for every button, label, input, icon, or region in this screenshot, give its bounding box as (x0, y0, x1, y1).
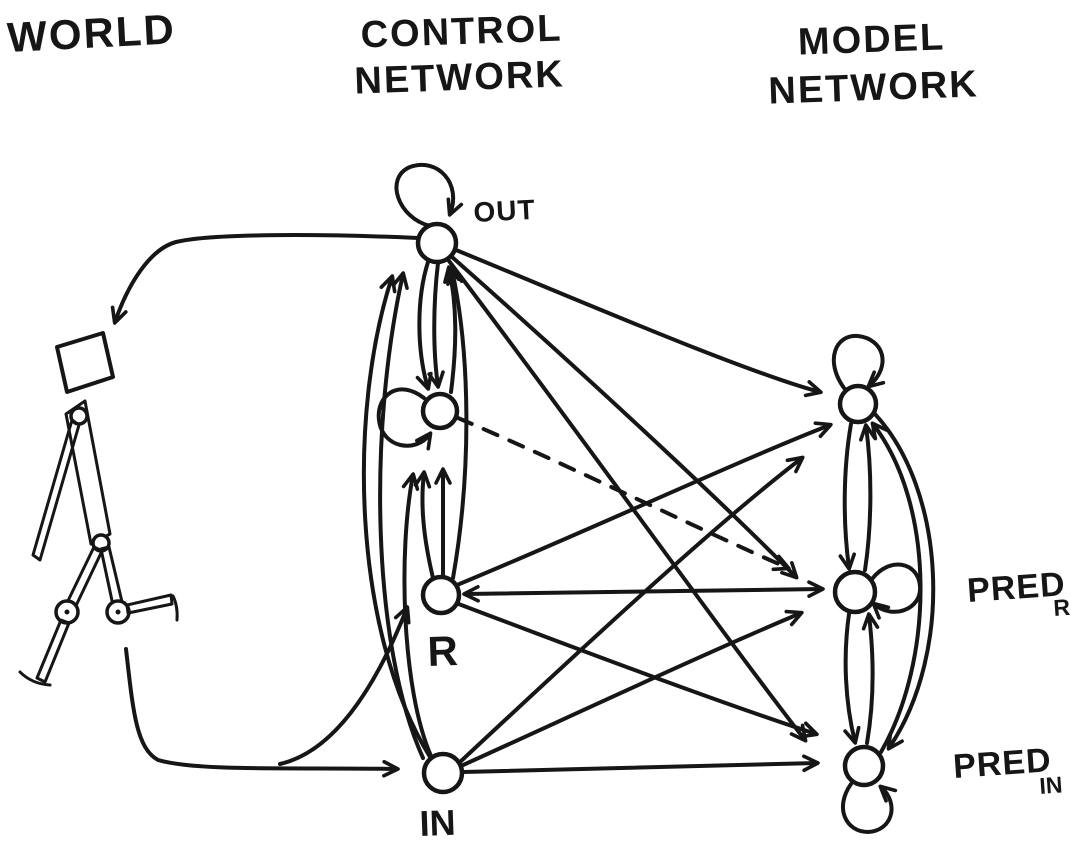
model-network-edges (831, 333, 936, 834)
edge-out-to-hidden-a (415, 260, 433, 391)
hidden-self-loop (376, 387, 433, 451)
r-node (420, 574, 462, 616)
model-network-title-line1: MODEL (797, 16, 946, 63)
edge-model-top-to-pred-r (838, 422, 856, 571)
edge-r-to-pred-in (454, 601, 819, 739)
edge-r-pred-r-bidirectional (462, 580, 825, 603)
model-network-title-line2: NETWORK (768, 63, 980, 112)
edge-hidden-to-pred-r-dashed (456, 416, 791, 572)
walker-torso (64, 399, 112, 546)
walker-left-knee-dot (64, 609, 70, 615)
edge-r-to-hidden-a (413, 470, 435, 580)
pred-in-node (842, 744, 886, 788)
edge-out-to-hidden-b (427, 261, 445, 389)
walker-right-foot (171, 594, 179, 622)
world-title: WORLD (6, 5, 177, 61)
edge-in-to-pred-in (461, 754, 820, 774)
edge-in-to-pred-r (459, 609, 804, 768)
node-labels: OUT R IN PRED R PRED IN (419, 194, 1071, 844)
stick-figure-walker-icon (18, 331, 179, 687)
walker-left-shin (35, 618, 71, 684)
in-label: IN (419, 802, 456, 844)
headers: WORLD CONTROL NETWORK MODEL NETWORK (6, 5, 979, 112)
pred-r-label: PRED (966, 565, 1067, 610)
nodes (415, 221, 886, 795)
pred-r-subscript: R (1053, 594, 1072, 621)
walker-left-foot (18, 670, 52, 687)
edge-model-top-to-pred-in-outer (872, 411, 936, 751)
pred-r-self-loop (870, 562, 923, 620)
edge-out-to-pred-in (447, 259, 808, 743)
in-node (421, 751, 465, 795)
edge-pred-in-to-model-top-outer (870, 421, 923, 754)
edge-world-to-in (124, 647, 400, 778)
walker-right-shin (125, 593, 174, 615)
pred-in-self-loop (840, 782, 898, 834)
walker-head (55, 331, 115, 394)
pred-in-subscript: IN (1039, 771, 1064, 799)
out-label: OUT (473, 194, 537, 228)
pred-r-node (832, 569, 878, 615)
world-edges (110, 233, 420, 778)
pred-in-label: PRED (952, 741, 1053, 786)
control-network-title-line1: CONTROL (360, 7, 563, 56)
hidden-node (420, 391, 460, 431)
edge-in-to-hidden (401, 472, 433, 758)
edge-r-to-out (446, 267, 469, 580)
edge-in-to-out-b (378, 271, 425, 760)
walker-arm (31, 418, 81, 562)
model-top-node (837, 383, 879, 425)
edge-pred-r-to-model-top (859, 423, 877, 572)
r-label: R (427, 627, 459, 675)
edge-out-to-pred-r (450, 255, 799, 580)
edge-world-to-r (278, 605, 411, 766)
control-network-edges (361, 163, 469, 760)
walker-right-knee-dot (115, 609, 121, 615)
edge-out-to-world (110, 233, 420, 325)
out-node (415, 221, 459, 265)
edge-r-to-model-top (455, 421, 833, 587)
edge-pred-in-to-pred-r (861, 612, 880, 745)
cross-edges (447, 248, 833, 774)
edge-out-to-model-top (454, 248, 823, 398)
edge-in-to-model-top (457, 455, 805, 765)
model-top-self-loop (831, 333, 886, 390)
out-self-loop (394, 163, 464, 228)
control-network-title-line2: NETWORK (354, 53, 566, 102)
edge-pred-r-to-pred-in (843, 612, 861, 745)
